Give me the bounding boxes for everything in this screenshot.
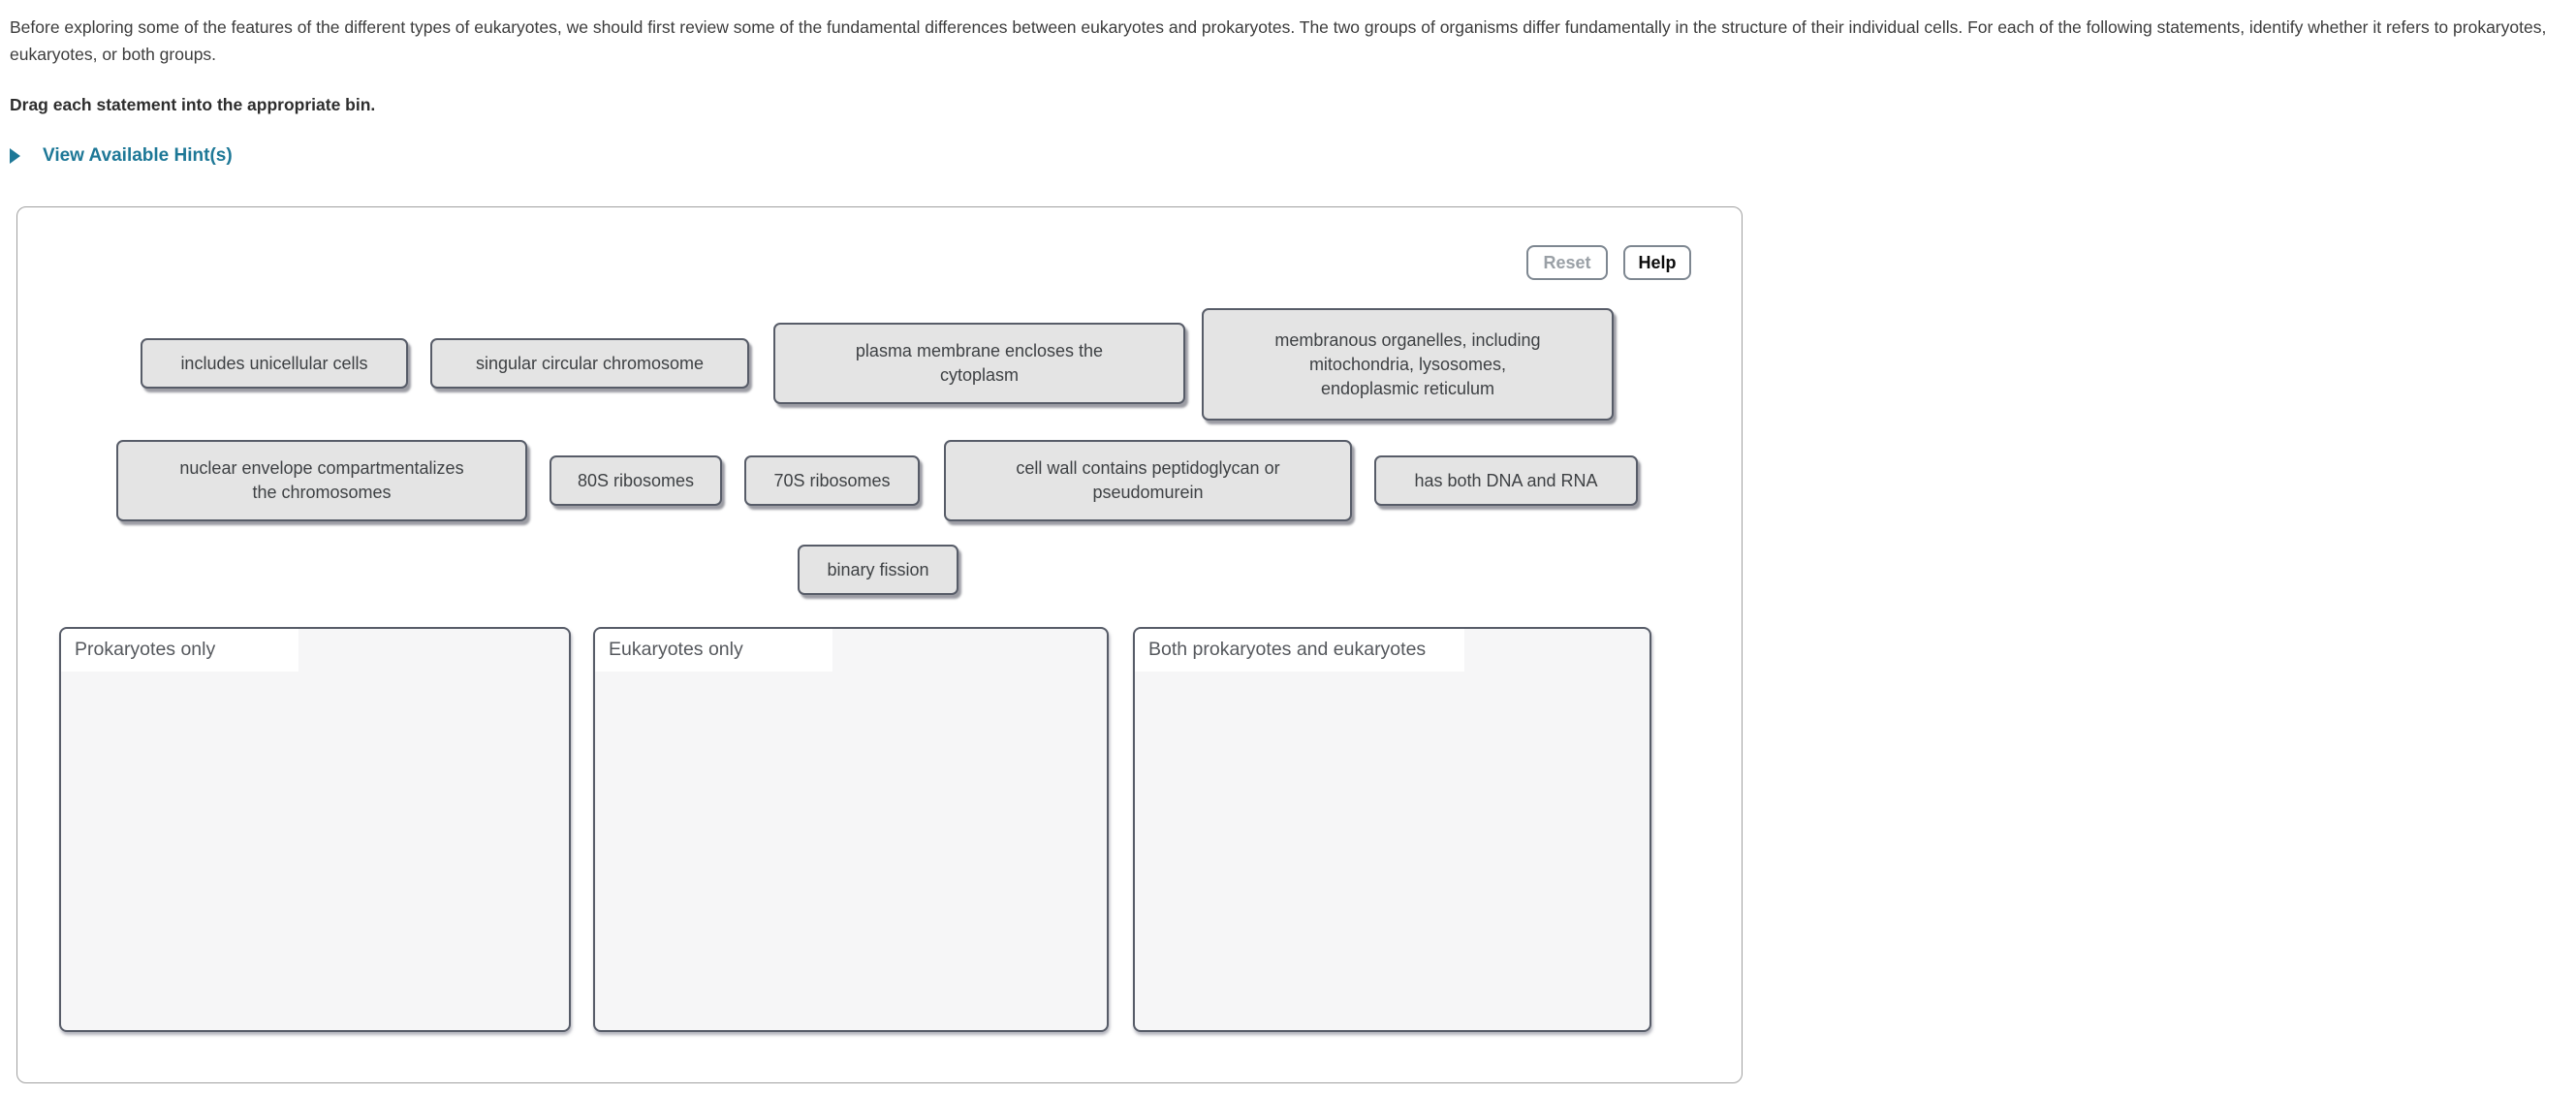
bin-label-prokaryotes-only: Prokaryotes only — [61, 629, 298, 672]
statement-chip-70s-ribosomes[interactable]: 70S ribosomes — [744, 455, 920, 506]
intro-paragraph: Before exploring some of the features of… — [10, 17, 2547, 64]
bin-both-prokaryotes-and-eukaryotes[interactable]: Both prokaryotes and eukaryotes — [1133, 627, 1651, 1032]
drag-drop-activity-panel: Reset Help includes unicellular cells si… — [16, 206, 1743, 1083]
help-button[interactable]: Help — [1623, 245, 1691, 280]
statement-chip-plasma-membrane[interactable]: plasma membrane encloses the cytoplasm — [773, 323, 1185, 404]
statement-chip-singular-circular-chromosome[interactable]: singular circular chromosome — [430, 338, 749, 389]
drag-instruction: Drag each statement into the appropriate… — [10, 95, 376, 114]
statement-chip-80s-ribosomes[interactable]: 80S ribosomes — [550, 455, 722, 506]
statement-chip-cell-wall[interactable]: cell wall contains peptidoglycan or pseu… — [944, 440, 1352, 521]
bin-label-eukaryotes-only: Eukaryotes only — [595, 629, 832, 672]
bin-eukaryotes-only[interactable]: Eukaryotes only — [593, 627, 1109, 1032]
statement-chip-dna-and-rna[interactable]: has both DNA and RNA — [1374, 455, 1638, 506]
triangle-right-icon — [10, 148, 20, 164]
statement-chip-includes-unicellular-cells[interactable]: includes unicellular cells — [141, 338, 408, 389]
reset-button[interactable]: Reset — [1526, 245, 1608, 280]
statement-chip-membranous-organelles[interactable]: membranous organelles, including mitocho… — [1202, 308, 1614, 421]
bin-label-both: Both prokaryotes and eukaryotes — [1135, 629, 1465, 672]
view-hints-label: View Available Hint(s) — [43, 145, 233, 166]
view-hints-toggle[interactable]: View Available Hint(s) — [10, 145, 233, 167]
statement-chip-nuclear-envelope[interactable]: nuclear envelope compartmentalizes the c… — [116, 440, 527, 521]
statement-chip-binary-fission[interactable]: binary fission — [798, 545, 958, 595]
bin-prokaryotes-only[interactable]: Prokaryotes only — [59, 627, 571, 1032]
